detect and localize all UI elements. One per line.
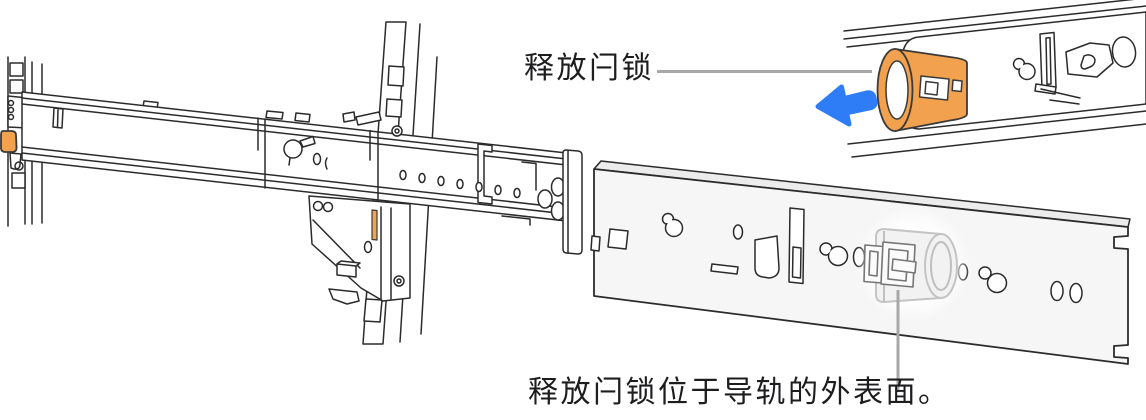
keyhole-cutout-1	[661, 212, 684, 238]
release-latch-mechanism	[855, 206, 971, 322]
latch-location-caption: 释放闩锁位于导轨的外表面。	[528, 376, 951, 409]
front-latch-tab	[0, 130, 18, 153]
release-latch-orange	[876, 48, 968, 132]
keyhole-cutout-2	[819, 242, 849, 267]
release-latch-label: 释放闩锁	[524, 52, 654, 85]
latch-detail-view	[815, 0, 1146, 158]
bracket-orange-strip	[371, 209, 378, 241]
rail-detail-lines	[843, 0, 1146, 158]
telescoping-rail	[21, 91, 583, 255]
slide-direction-arrow-icon	[815, 84, 878, 127]
latch-clip	[863, 241, 917, 288]
keyhole-cutout-3	[978, 266, 1008, 294]
rail-mounting-bracket	[308, 195, 411, 305]
detail-keyhole-cutout	[1012, 57, 1036, 81]
